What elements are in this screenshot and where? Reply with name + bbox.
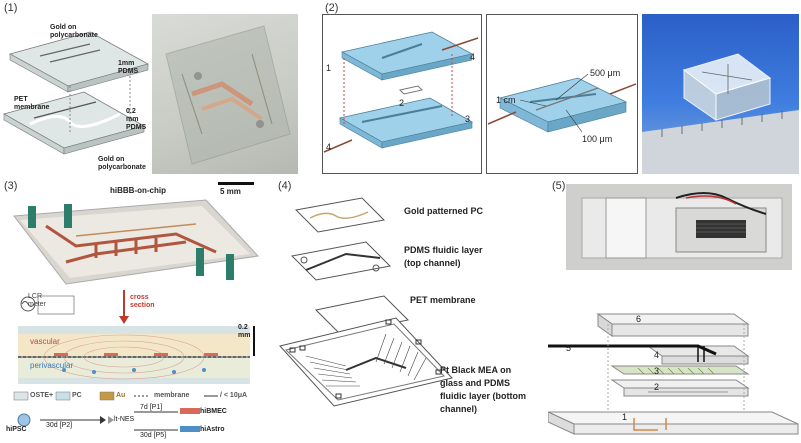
legend-pc: PC: [72, 392, 82, 399]
p5-label-6: 6: [636, 314, 642, 324]
pdms-label: 1mm PDMS: [118, 60, 139, 75]
panel-3-chip-photo: [6, 196, 262, 288]
scale-label: 5 mm: [220, 187, 241, 196]
panel-5-exploded-diagram: [548, 313, 799, 435]
label-500um: 500 μm: [590, 68, 621, 78]
panel-1-label: (1): [4, 2, 18, 14]
label-1: 1: [326, 63, 332, 73]
gold-bottom-label: Gold on polycarbonate: [98, 156, 146, 171]
hibmec-label: hiBMEC: [200, 408, 227, 415]
cross-section-label: cross section: [130, 294, 155, 309]
panel-5-label: (5): [552, 180, 566, 192]
label-1cm: 1 cm: [496, 95, 516, 105]
vascular-label: vascular: [30, 337, 60, 346]
legend-membrane: membrane: [154, 392, 190, 399]
label-4-bottom: 4: [326, 142, 332, 152]
panel-2-exploded-diagram: [322, 14, 482, 174]
panel-4-label: (4): [278, 180, 292, 192]
p5-label-3: 3: [654, 366, 660, 376]
hipsc-label: hiPSC: [6, 426, 27, 433]
pet-membrane-label: PET membrane: [410, 295, 476, 305]
pt-black-mea-label: Pt Black MEA on glass and PDMS fluidic l…: [440, 365, 527, 414]
panel-1-photo: [152, 14, 298, 174]
label-4-top: 4: [470, 52, 476, 62]
p5-label-5: 5: [566, 343, 572, 353]
pdms-02-label: 0.2 mm PDMS: [126, 108, 147, 131]
label-3: 3: [465, 114, 471, 124]
panel-2-label: (2): [325, 2, 339, 14]
d30p5-label: 30d [P5]: [140, 432, 167, 439]
hibbb-title: hiBBB-on-chip: [110, 186, 166, 195]
pdms-fluidic-label: PDMS fluidic layer (top channel): [404, 245, 483, 268]
gold-top-label: Gold on polycarbonate: [50, 24, 98, 39]
perivascular-label: perivascular: [30, 361, 74, 370]
itnes-label: lt-NES: [114, 416, 135, 423]
p5-label-1: 1: [622, 412, 628, 422]
legend-current: / < 10μA: [220, 392, 248, 399]
gold-pc-label: Gold patterned PC: [404, 206, 484, 216]
hiastro-label: hiAstro: [200, 426, 225, 433]
panel-3-cross-section: [13, 290, 255, 432]
panel-1-schematic: [2, 31, 150, 155]
panel-2-photo: [642, 14, 799, 174]
panel-5-photo: [566, 184, 792, 270]
lcr-meter-label: LCR meter: [28, 293, 46, 308]
label-100um: 100 μm: [582, 134, 613, 144]
p5-label-2: 2: [654, 382, 660, 392]
mm-label: 0.2 mm: [238, 324, 251, 339]
d30p2-label: 30d [P2]: [46, 422, 73, 429]
pet-label: PET membrane: [14, 96, 50, 111]
panel-2-assembled-diagram: [486, 14, 638, 174]
scale-bar: [218, 182, 254, 185]
legend-oste: OSTE+: [30, 392, 54, 399]
d7p1-label: 7d [P1]: [140, 404, 163, 411]
panel-3-label: (3): [4, 180, 18, 192]
panel-4-exploded-diagram: [279, 197, 453, 407]
legend-au: Au: [116, 392, 126, 399]
label-2: 2: [399, 98, 405, 108]
p5-label-4: 4: [654, 350, 660, 360]
